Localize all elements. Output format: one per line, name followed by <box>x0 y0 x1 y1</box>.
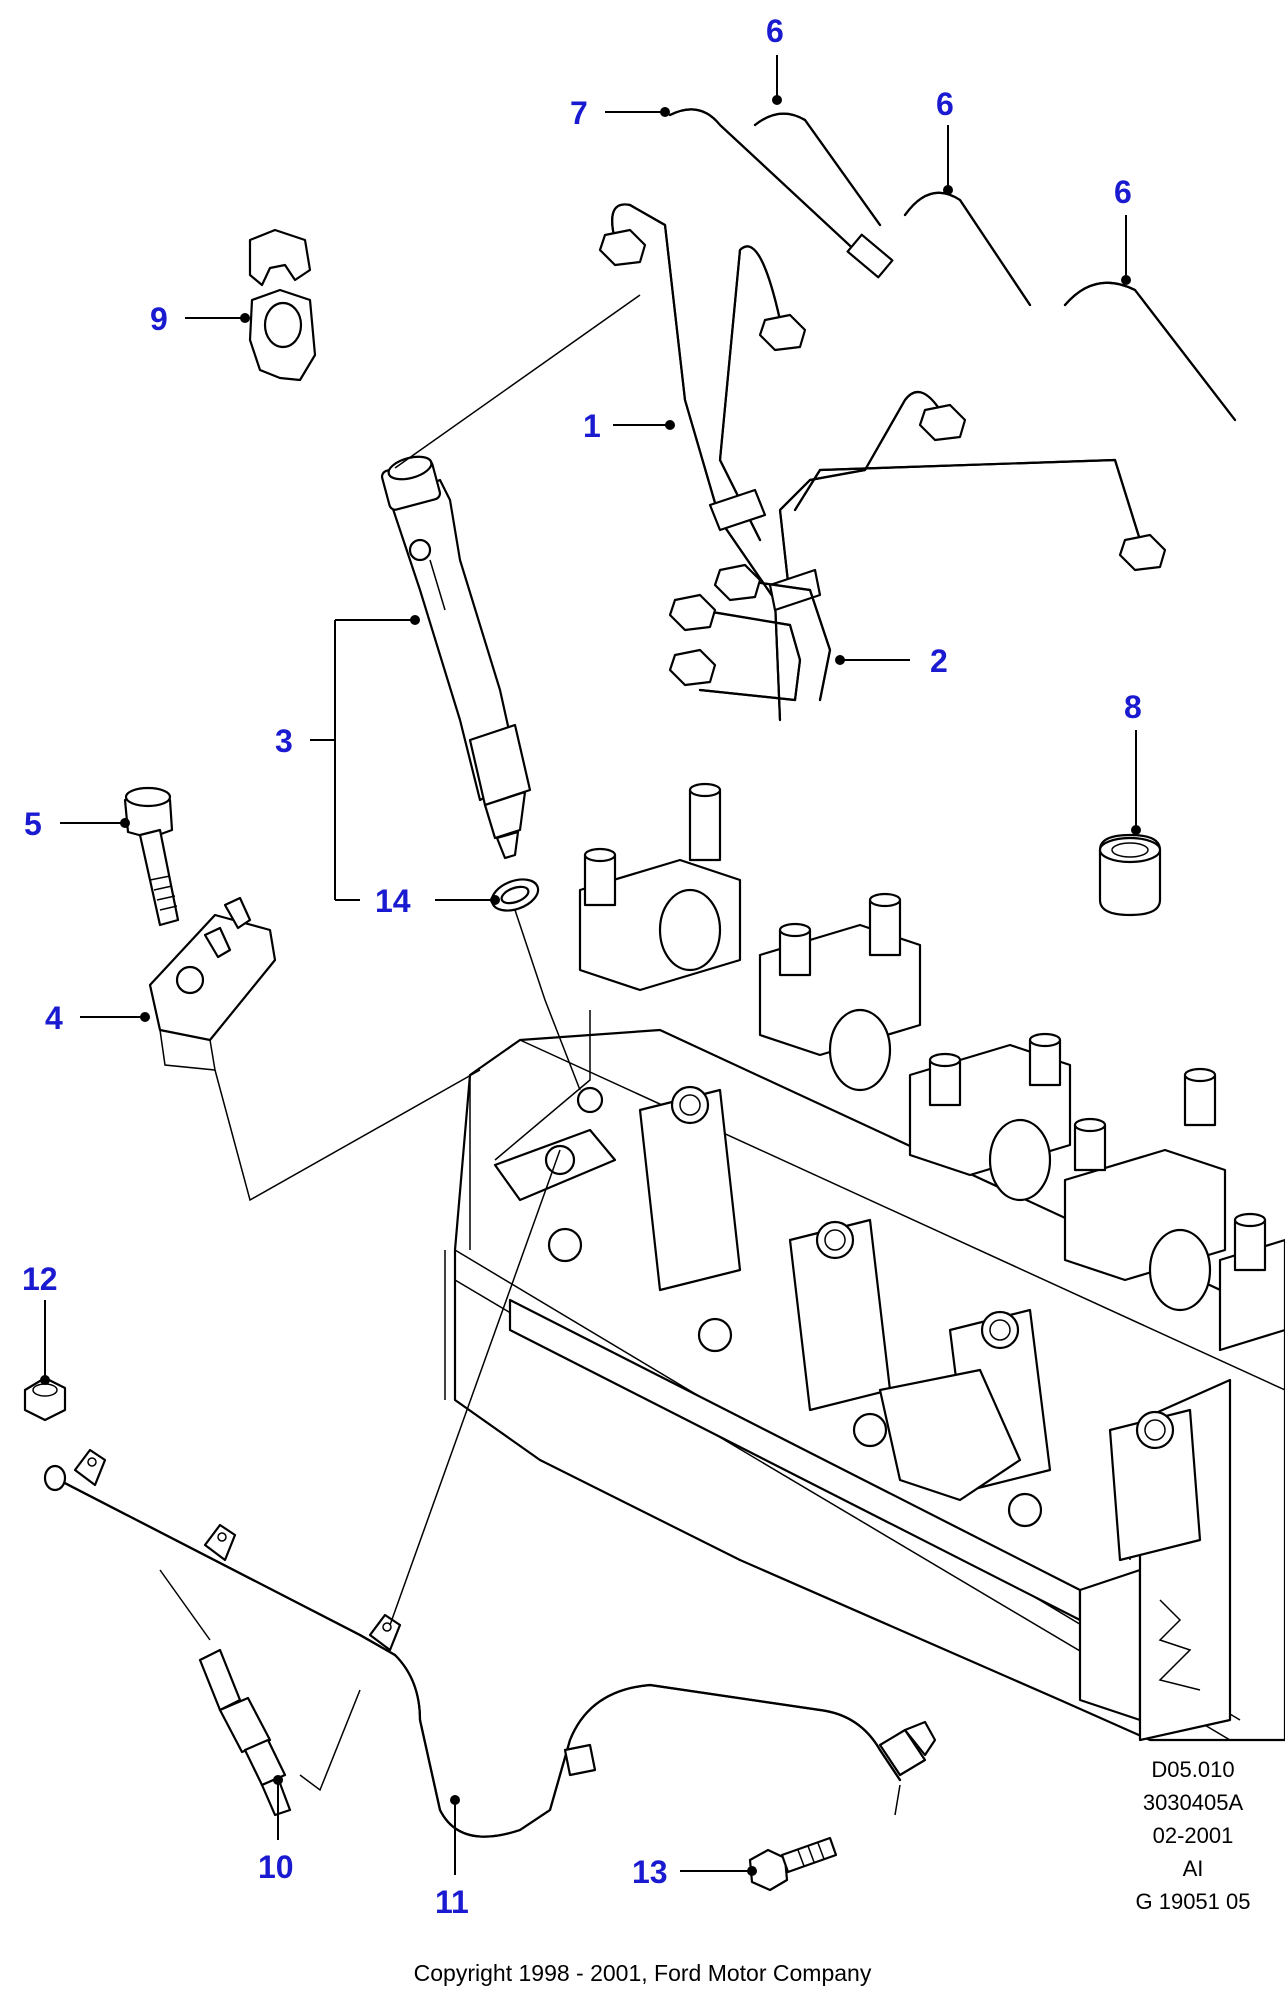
callout-leaders <box>40 55 1141 1876</box>
injection-pipe-1 <box>598 203 1167 722</box>
glow-plug-10 <box>198 1648 292 1817</box>
injector-port-3 <box>788 1218 892 1412</box>
injection-pipe-2 <box>668 563 832 702</box>
callout-2: 2 <box>930 643 948 679</box>
callout-9: 9 <box>150 301 168 337</box>
copyright-notice: Copyright 1998 - 2001, Ford Motor Compan… <box>413 1960 872 1986</box>
callout-3: 3 <box>275 723 293 759</box>
cylinder-head <box>444 782 1285 1742</box>
callout-12: 12 <box>22 1261 58 1297</box>
injector-clamp-4 <box>148 896 277 1071</box>
callout-8: 8 <box>1124 689 1142 725</box>
drawing-reference: 3030405A <box>1142 1790 1244 1815</box>
return-hose-6b <box>903 191 1032 307</box>
assembly-lines <box>159 294 901 1816</box>
fuel-injector-3 <box>380 455 532 860</box>
bolt-13 <box>748 1836 838 1892</box>
callout-5: 5 <box>24 806 42 842</box>
camshaft-tower-1 <box>578 782 742 992</box>
injector-port-2 <box>638 1085 742 1292</box>
callout-14: 14 <box>375 883 411 919</box>
return-hose-6c <box>1063 281 1237 422</box>
drawing-ai-label: AI <box>1182 1856 1204 1881</box>
pipe-clip-9 <box>248 228 317 382</box>
callout-6a: 6 <box>766 13 784 49</box>
callout-numbers: 1 2 3 4 5 6 6 6 7 8 9 10 11 12 13 14 <box>22 13 1142 1920</box>
callout-11: 11 <box>435 1884 469 1920</box>
camshaft-tower-2 <box>758 892 922 1057</box>
clamp-bolt-5 <box>123 786 180 927</box>
callout-6b: 6 <box>936 86 954 122</box>
glow-plug-harness-11 <box>43 1448 937 1838</box>
injector-port-5 <box>1108 1408 1202 1562</box>
callout-1: 1 <box>583 408 601 444</box>
drawing-g-number: G 19051 05 <box>1135 1889 1251 1914</box>
drawing-code: D05.010 <box>1151 1757 1235 1782</box>
camshaft-tower-5 <box>1218 1212 1285 1352</box>
drawing-date: 02-2001 <box>1152 1823 1234 1848</box>
return-hose-6a <box>753 112 882 227</box>
copper-washer-14 <box>490 878 540 912</box>
callout-13: 13 <box>632 1854 668 1890</box>
callout-4: 4 <box>45 1000 63 1036</box>
callout-7: 7 <box>570 95 588 131</box>
return-hose-7 <box>668 108 894 279</box>
sleeve-8 <box>1098 833 1162 917</box>
callout-6c: 6 <box>1114 174 1132 210</box>
callout-10: 10 <box>258 1849 294 1885</box>
